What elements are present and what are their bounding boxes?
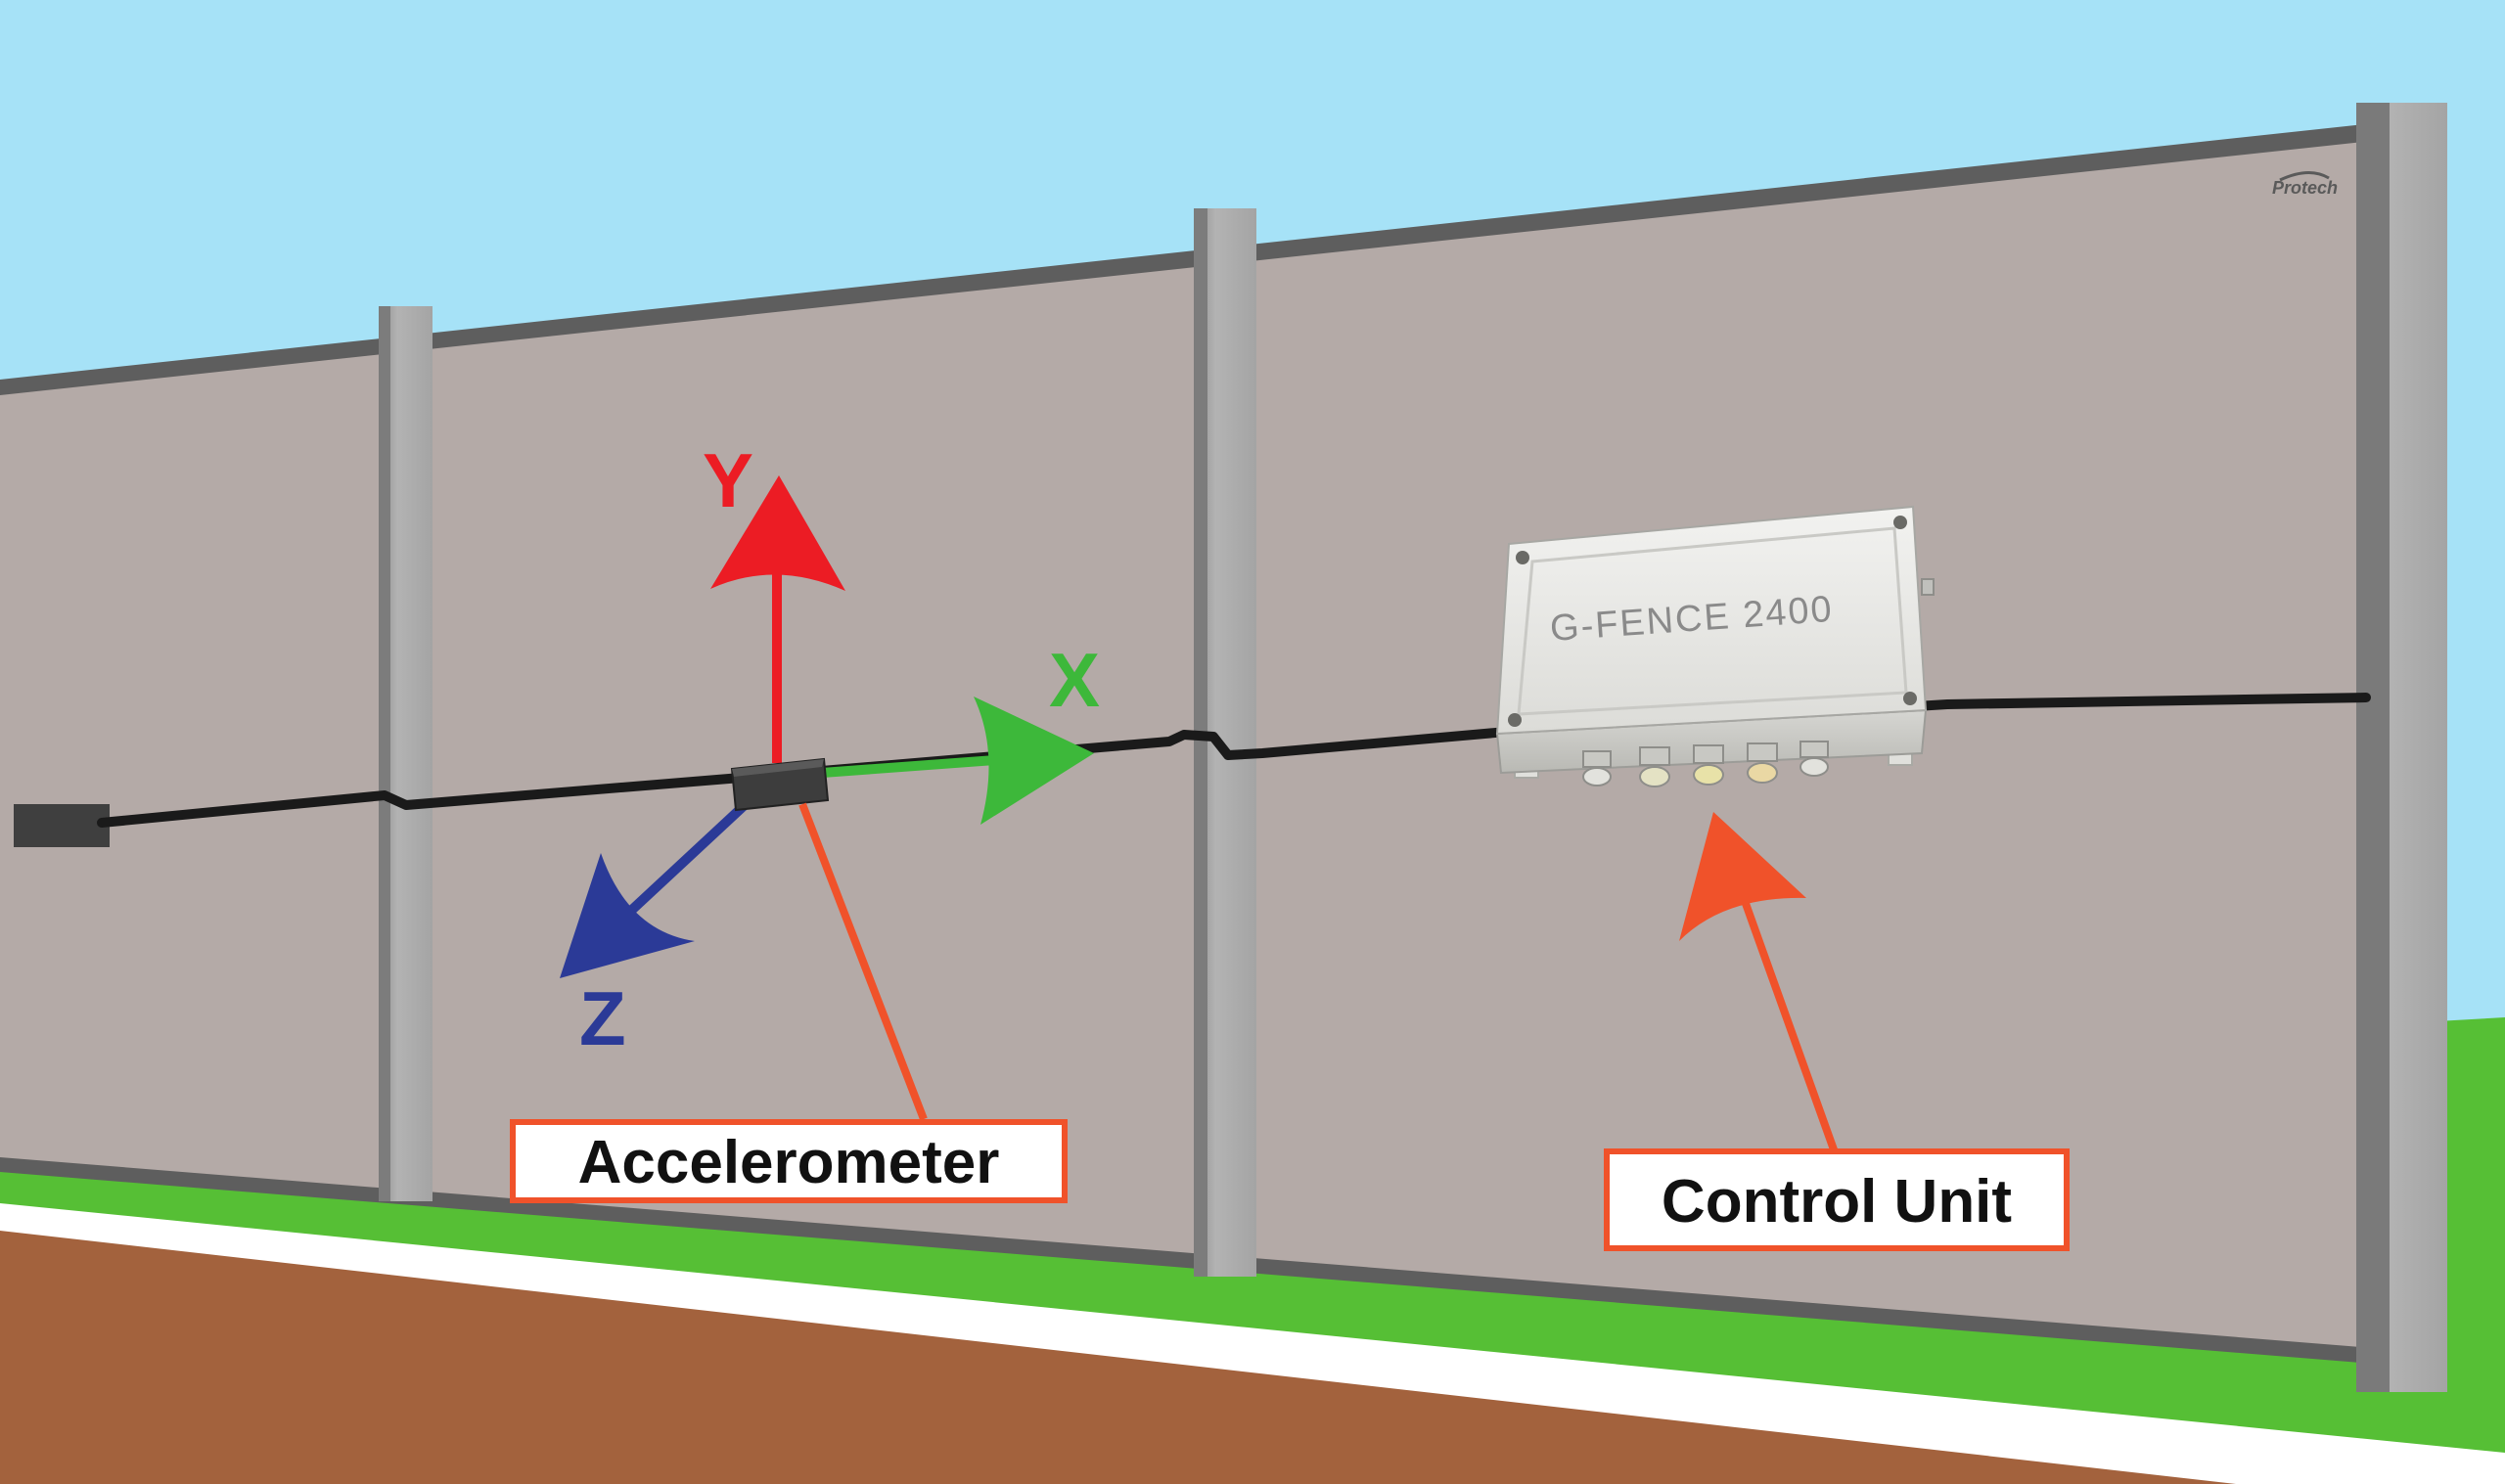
control-unit-label: Control Unit (1662, 1168, 2012, 1236)
cable-gland (1582, 750, 1612, 787)
fence-panel (0, 127, 2373, 1360)
x-axis-label: X (1049, 637, 1100, 723)
cable-end-cap (14, 804, 110, 847)
accelerometer-sensor (730, 757, 830, 812)
protech-logo: Protech (2272, 171, 2338, 198)
cable-gland (1639, 746, 1670, 787)
soil (0, 1231, 2236, 1484)
top-rail (0, 123, 2373, 395)
cable-gland (1747, 742, 1778, 784)
accelerometer-label: Accelerometer (578, 1129, 1000, 1196)
y-axis-arrow (710, 475, 845, 763)
control-unit-label-box: Control Unit (1604, 1148, 2070, 1251)
control-unit-box: G-FENCE 2400 (1495, 505, 1935, 787)
cable-glands (1582, 741, 1829, 787)
accelerometer-callout-line (798, 802, 928, 1121)
z-axis-arrow (560, 800, 750, 978)
control-unit-callout-arrow (1679, 812, 1839, 1154)
y-axis-label: Y (703, 437, 753, 523)
cable-gland (1799, 741, 1829, 777)
accelerometer-label-box: Accelerometer (510, 1119, 1068, 1203)
x-axis-arrow (821, 697, 1094, 825)
fence-post-2 (1194, 208, 1256, 1277)
fence-post-1 (379, 306, 433, 1201)
bottom-rail (0, 1157, 2373, 1364)
z-axis-label: Z (579, 975, 626, 1061)
fence-post-3 (2356, 103, 2447, 1392)
cable-gland (1693, 744, 1724, 786)
svg-text:Protech: Protech (2272, 178, 2338, 198)
